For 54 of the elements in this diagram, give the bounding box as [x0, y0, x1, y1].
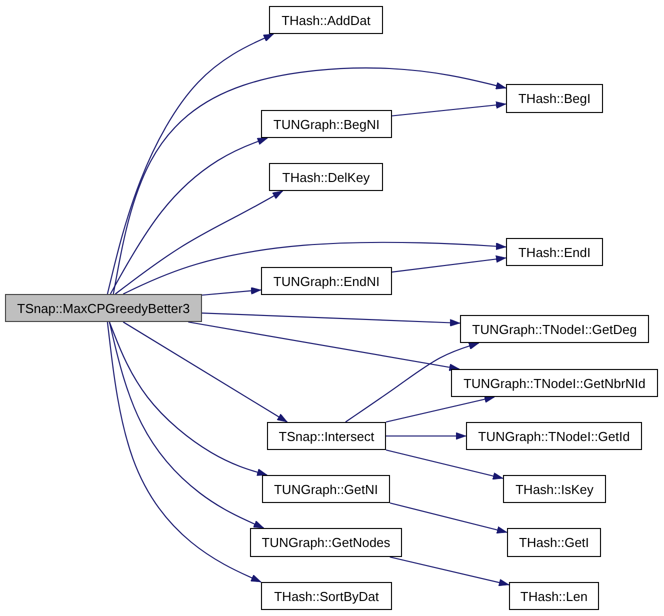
call-arrow [112, 67, 506, 294]
call-arrow [188, 321, 460, 371]
function-name: THash::GetI [518, 535, 590, 550]
function-box [261, 110, 392, 138]
function-box [262, 475, 390, 503]
function-box [261, 267, 392, 295]
function-name: THash::AddDat [282, 12, 370, 28]
function-name: TUNGraph::EndNI [273, 274, 380, 288]
function-box [466, 422, 642, 450]
call-arrow [392, 255, 506, 273]
function-name: TUNGraph::TNodeI::GetNbrNId [463, 376, 646, 390]
call-arrow [122, 322, 288, 422]
function-name: TUNGraph::BegNI [273, 116, 380, 132]
call-arrow [390, 502, 508, 534]
function-box [503, 475, 606, 503]
call-arrow [202, 312, 460, 326]
function-name: TUNGraph::TNodeI::GetId [478, 428, 630, 444]
function-box [267, 422, 386, 450]
function-name: THash::IsKey [515, 482, 594, 496]
function-name: TUNGraph::TNodeI::GetDeg [472, 322, 637, 336]
function-box [250, 528, 402, 557]
call-arrow [108, 322, 264, 528]
function-name: THash::SortByDat [274, 588, 379, 604]
function-name: THash::DelKey [282, 170, 370, 184]
call-arrow [106, 322, 262, 582]
call-arrow [386, 396, 495, 423]
function-name: TUNGraph::GetNI [274, 482, 378, 496]
function-box [460, 315, 649, 343]
call-arrow [106, 34, 274, 294]
call-arrow [108, 322, 268, 476]
function-name: THash::Len [520, 588, 588, 604]
call-arrow [122, 242, 506, 294]
call-arrow [386, 432, 466, 440]
call-arrow [392, 101, 506, 116]
call-arrow [202, 287, 262, 296]
function-name: THash::EndI [518, 244, 591, 260]
root-function-box [5, 294, 202, 322]
function-box [269, 6, 383, 34]
function-box [269, 163, 383, 191]
function-box [261, 582, 392, 610]
function-box [509, 582, 599, 610]
call-arrow [114, 190, 283, 294]
function-box [506, 238, 603, 266]
call-arrow [345, 342, 480, 422]
function-box [451, 369, 658, 397]
call-arrow [386, 449, 504, 480]
function-name: TUNGraph::GetNodes [262, 535, 390, 550]
function-box [507, 528, 601, 557]
function-name: TSnap::Intersect [278, 428, 374, 444]
call-arrow [110, 137, 268, 294]
function-name: TSnap::MaxCPGreedyBetter3 [17, 300, 190, 316]
function-name: THash::BegI [518, 91, 591, 106]
function-box [506, 84, 603, 113]
call-arrow [390, 556, 510, 586]
